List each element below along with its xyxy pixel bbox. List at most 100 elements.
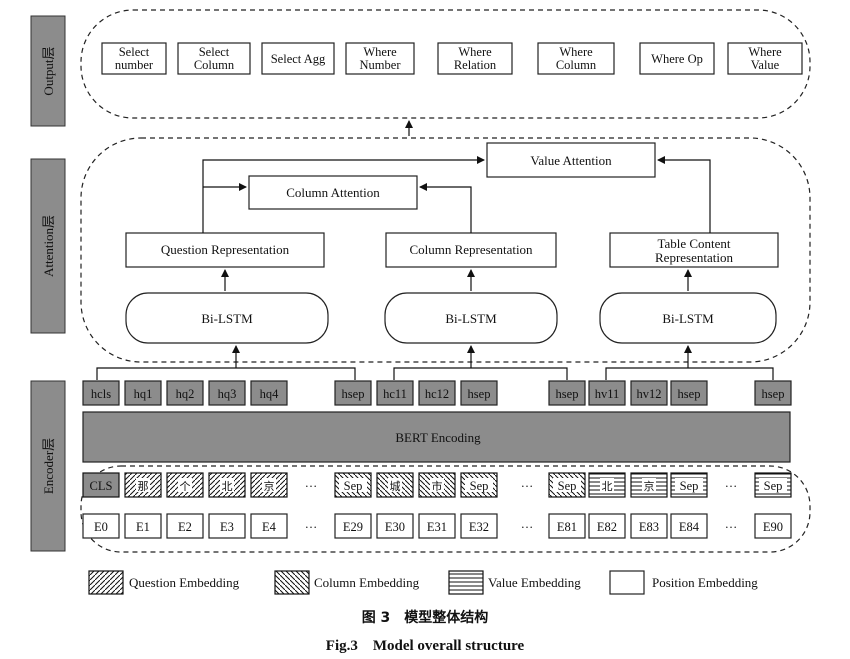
token-embedding-10: 北 — [588, 472, 626, 498]
svg-text:Number: Number — [360, 58, 402, 72]
hidden-token-12: hsep — [670, 380, 708, 406]
legend-value-label: Value Embedding — [488, 575, 581, 590]
svg-text:E83: E83 — [639, 520, 659, 534]
token-embedding-1: 那 — [124, 472, 162, 498]
position-embedding-6: E30 — [376, 513, 414, 539]
hidden-token-7: hc12 — [418, 380, 456, 406]
value-attention-box: Value Attention — [486, 142, 656, 178]
position-embedding-8: E32 — [460, 513, 498, 539]
svg-text:hq2: hq2 — [176, 387, 195, 401]
token-embedding-5: Sep — [334, 472, 372, 498]
ellipsis-1: … — [521, 476, 534, 490]
svg-text:E1: E1 — [136, 520, 150, 534]
svg-text:那: 那 — [138, 480, 149, 493]
svg-text:E4: E4 — [262, 520, 277, 534]
encoder-layer-label: Encoder层 — [30, 380, 66, 552]
question-representation-box: Question Representation — [125, 232, 325, 268]
svg-text:Column: Column — [194, 58, 235, 72]
svg-text:E30: E30 — [385, 520, 405, 534]
svg-text:E82: E82 — [597, 520, 617, 534]
output-box-2: Select Agg — [261, 42, 335, 75]
svg-text:E3: E3 — [220, 520, 234, 534]
bilstm-value: Bi-LSTM — [599, 292, 777, 344]
hidden-token-11: hv12 — [630, 380, 668, 406]
svg-text:hq4: hq4 — [260, 387, 280, 401]
svg-text:E81: E81 — [557, 520, 577, 534]
bert-encoding-block: BERT Encoding — [82, 411, 791, 463]
svg-text:Sep: Sep — [764, 479, 783, 493]
hidden-token-10: hv11 — [588, 380, 626, 406]
svg-text:Select: Select — [199, 45, 230, 59]
svg-text:hv11: hv11 — [595, 387, 620, 401]
svg-text:Question Representation: Question Representation — [161, 242, 290, 257]
hidden-token-9: hsep — [548, 380, 586, 406]
svg-text:京: 京 — [644, 479, 655, 493]
ellipsis-marks: ……………… — [305, 476, 738, 531]
svg-text:Attention层: Attention层 — [41, 215, 56, 277]
bilstm-column: Bi-LSTM — [384, 292, 558, 344]
position-embedding-12: E84 — [670, 513, 708, 539]
position-embedding-13: E90 — [754, 513, 792, 539]
svg-text:hsep: hsep — [468, 387, 491, 401]
svg-text:Select: Select — [119, 45, 150, 59]
svg-text:Relation: Relation — [454, 58, 497, 72]
legend: Question Embedding Column Embedding Valu… — [88, 570, 758, 595]
svg-text:Output层: Output层 — [41, 46, 56, 95]
column-representation-box: Column Representation — [385, 232, 557, 268]
hidden-token-3: hq3 — [208, 380, 246, 406]
svg-text:Where: Where — [458, 45, 492, 59]
bilstm-question: Bi-LSTM — [125, 292, 329, 344]
position-embedding-0: E0 — [82, 513, 120, 539]
svg-text:Bi-LSTM: Bi-LSTM — [662, 311, 714, 326]
position-embedding-1: E1 — [124, 513, 162, 539]
legend-column-label: Column Embedding — [314, 575, 420, 590]
svg-text:Bi-LSTM: Bi-LSTM — [201, 311, 253, 326]
position-embedding-5: E29 — [334, 513, 372, 539]
svg-text:hsep: hsep — [342, 387, 365, 401]
ellipsis-0: … — [305, 476, 318, 490]
svg-text:number: number — [115, 58, 154, 72]
ellipsis-3: … — [305, 517, 318, 531]
svg-text:hsep: hsep — [762, 387, 785, 401]
hidden-token-13: hsep — [754, 380, 792, 406]
svg-text:hq3: hq3 — [218, 387, 237, 401]
token-embedding-8: Sep — [460, 472, 498, 498]
column-attention-box: Column Attention — [248, 175, 418, 210]
svg-text:hc11: hc11 — [383, 387, 407, 401]
ellipsis-2: … — [725, 476, 738, 490]
svg-text:hq1: hq1 — [134, 387, 153, 401]
svg-text:E0: E0 — [94, 520, 108, 534]
svg-text:Sep: Sep — [344, 479, 363, 493]
hidden-token-5: hsep — [334, 380, 372, 406]
svg-text:Sep: Sep — [470, 479, 489, 493]
svg-text:hc12: hc12 — [425, 387, 449, 401]
svg-text:城: 城 — [390, 480, 401, 493]
svg-text:京: 京 — [264, 479, 275, 493]
svg-text:Value Attention: Value Attention — [530, 153, 612, 168]
hidden-token-2: hq2 — [166, 380, 204, 406]
legend-value-swatch — [448, 570, 484, 595]
svg-text:市: 市 — [432, 479, 443, 493]
token-embedding-3: 北 — [208, 472, 246, 498]
svg-text:CLS: CLS — [90, 479, 113, 493]
svg-text:Sep: Sep — [558, 479, 577, 493]
hidden-token-0: hcls — [82, 380, 120, 406]
hidden-token-8: hsep — [460, 380, 498, 406]
token-embedding-6: 城 — [376, 472, 414, 498]
token-embedding-12: Sep — [670, 472, 708, 498]
svg-text:E32: E32 — [469, 520, 489, 534]
token-embedding-0: CLS — [82, 472, 120, 498]
legend-position-swatch — [609, 570, 645, 595]
svg-text:hcls: hcls — [91, 387, 111, 401]
token-embedding-2: 个 — [166, 472, 204, 498]
svg-text:E90: E90 — [763, 520, 783, 534]
position-embedding-9: E81 — [548, 513, 586, 539]
token-embedding-13: Sep — [754, 472, 792, 498]
